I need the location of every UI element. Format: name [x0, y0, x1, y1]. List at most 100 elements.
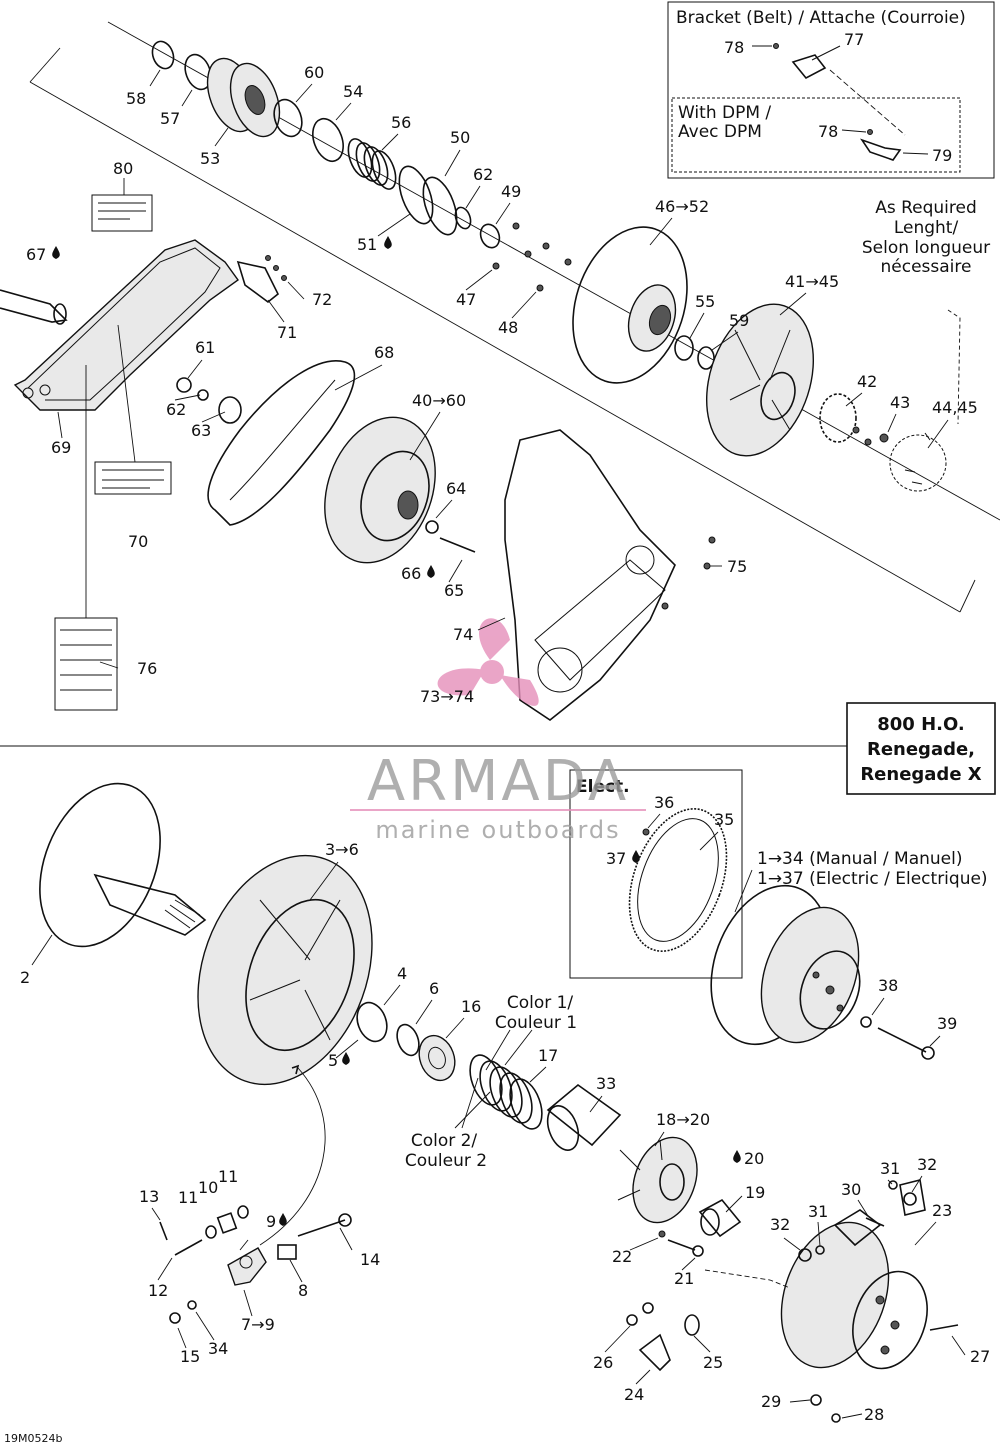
- callout-34: 34: [208, 1339, 228, 1358]
- propeller-logo: [437, 618, 539, 706]
- oil-drop-icon: [632, 850, 640, 863]
- color2-line1: Color 2/: [411, 1131, 478, 1151]
- callout-43: 43: [890, 393, 910, 412]
- note-manual: 1→34 (Manual / Manuel): [757, 849, 963, 869]
- callout-73-74: 73→74: [420, 687, 474, 706]
- callout-67: 67: [26, 245, 46, 264]
- callout-46-52: 46→52: [655, 197, 709, 216]
- callout-36: 36: [654, 793, 674, 812]
- callout-50: 50: [450, 128, 470, 147]
- part-53: [206, 57, 281, 138]
- callout-26: 26: [593, 1353, 613, 1372]
- as-required-3: Selon longueur: [862, 238, 990, 258]
- callout-25: 25: [703, 1353, 723, 1372]
- callout-58: 58: [126, 89, 146, 108]
- callout-16: 16: [461, 997, 481, 1016]
- part-46-52: [572, 226, 688, 384]
- callout-80: 80: [113, 159, 133, 178]
- callout-41-45: 41→45: [785, 272, 839, 291]
- callout-8: 8: [298, 1281, 308, 1300]
- callout-64: 64: [446, 479, 466, 498]
- part-74-cover: [504, 429, 716, 721]
- callout-62-top: 62: [473, 165, 493, 184]
- callout-11-left: 11: [178, 1188, 198, 1207]
- callout-49: 49: [501, 182, 521, 201]
- callout-27: 27: [970, 1347, 990, 1366]
- elect-box: Elect.: [569, 769, 743, 979]
- callout-18-20: 18→20: [656, 1110, 710, 1129]
- color2-line2: Couleur 2: [405, 1151, 487, 1171]
- oil-drop-icon: [384, 236, 392, 249]
- part-2: [39, 782, 207, 948]
- bracket-title: Bracket (Belt) / Attache (Courroie): [676, 8, 966, 28]
- callout-32-mid: 32: [770, 1215, 790, 1234]
- part-3-6: [197, 854, 373, 1086]
- callout-79: 79: [932, 146, 952, 165]
- callout-10: 10: [198, 1178, 218, 1197]
- callout-78-dpm: 78: [818, 122, 838, 141]
- callout-31-mid: 31: [808, 1202, 828, 1221]
- callout-51: 51: [357, 235, 377, 254]
- model-line-1: 800 H.O.: [877, 714, 965, 735]
- callouts: 58 57 53 60 54 56 50 62 49 51 47 48 46→5…: [20, 30, 990, 1424]
- dpm-label-1: With DPM /: [678, 103, 771, 123]
- callout-39: 39: [937, 1014, 957, 1033]
- oil-drop-icon: [342, 1052, 350, 1065]
- part-1-34: [710, 884, 861, 1046]
- callout-75: 75: [727, 557, 747, 576]
- part-41-45: [705, 303, 815, 457]
- part-67: [0, 289, 68, 325]
- as-required-1: As Required: [875, 198, 977, 218]
- callout-61: 61: [195, 338, 215, 357]
- notes: As Required Lenght/ Selon longueur néces…: [405, 198, 990, 1171]
- document-code: 19M0524b: [4, 1432, 62, 1445]
- callout-6: 6: [429, 979, 439, 998]
- color1-line1: Color 1/: [507, 993, 574, 1013]
- callout-71: 71: [277, 323, 297, 342]
- callout-19: 19: [745, 1183, 765, 1202]
- callout-56: 56: [391, 113, 411, 132]
- callout-65: 65: [444, 581, 464, 600]
- callout-53: 53: [200, 149, 220, 168]
- part-80-belt-guard: [13, 178, 239, 411]
- callout-40-60: 40→60: [412, 391, 466, 410]
- oil-drop-icon: [427, 565, 435, 578]
- callout-30: 30: [841, 1180, 861, 1199]
- callout-62-left: 62: [166, 400, 186, 419]
- callout-35: 35: [714, 810, 734, 829]
- callout-7-9: 7→9: [241, 1315, 275, 1334]
- callout-47: 47: [456, 290, 476, 309]
- callout-23: 23: [932, 1201, 952, 1220]
- callout-22: 22: [612, 1247, 632, 1266]
- callout-60: 60: [304, 63, 324, 82]
- part-68-belt: [207, 360, 356, 526]
- dpm-label-2: Avec DPM: [678, 122, 762, 142]
- callout-3-6: 3→6: [325, 840, 359, 859]
- part-40-60: [324, 416, 436, 564]
- leader-lines: [31, 69, 966, 1419]
- callout-66: 66: [401, 564, 421, 583]
- part-17-spring: [469, 1054, 543, 1130]
- lubricant-icons: [52, 236, 741, 1226]
- callout-78-top: 78: [724, 38, 744, 57]
- note-electric: 1→37 (Electric / Electrique): [757, 869, 988, 889]
- model-line-2: Renegade,: [867, 739, 975, 760]
- callout-76: 76: [137, 659, 157, 678]
- callout-57: 57: [160, 109, 180, 128]
- callout-69: 69: [51, 438, 71, 457]
- callout-21: 21: [674, 1269, 694, 1288]
- callout-55: 55: [695, 292, 715, 311]
- callout-31-top: 31: [880, 1159, 900, 1178]
- callout-11-right: 11: [218, 1167, 238, 1186]
- callout-17: 17: [538, 1046, 558, 1065]
- callout-15: 15: [180, 1347, 200, 1366]
- callout-68: 68: [374, 343, 394, 362]
- oil-drop-icon: [279, 1213, 287, 1226]
- as-required-4: nécessaire: [881, 257, 972, 277]
- callout-20: 20: [744, 1149, 764, 1168]
- callout-24: 24: [624, 1385, 644, 1404]
- callout-9: 9: [266, 1212, 276, 1231]
- watermark-brand: ARMADA: [367, 749, 629, 814]
- callout-29: 29: [761, 1392, 781, 1411]
